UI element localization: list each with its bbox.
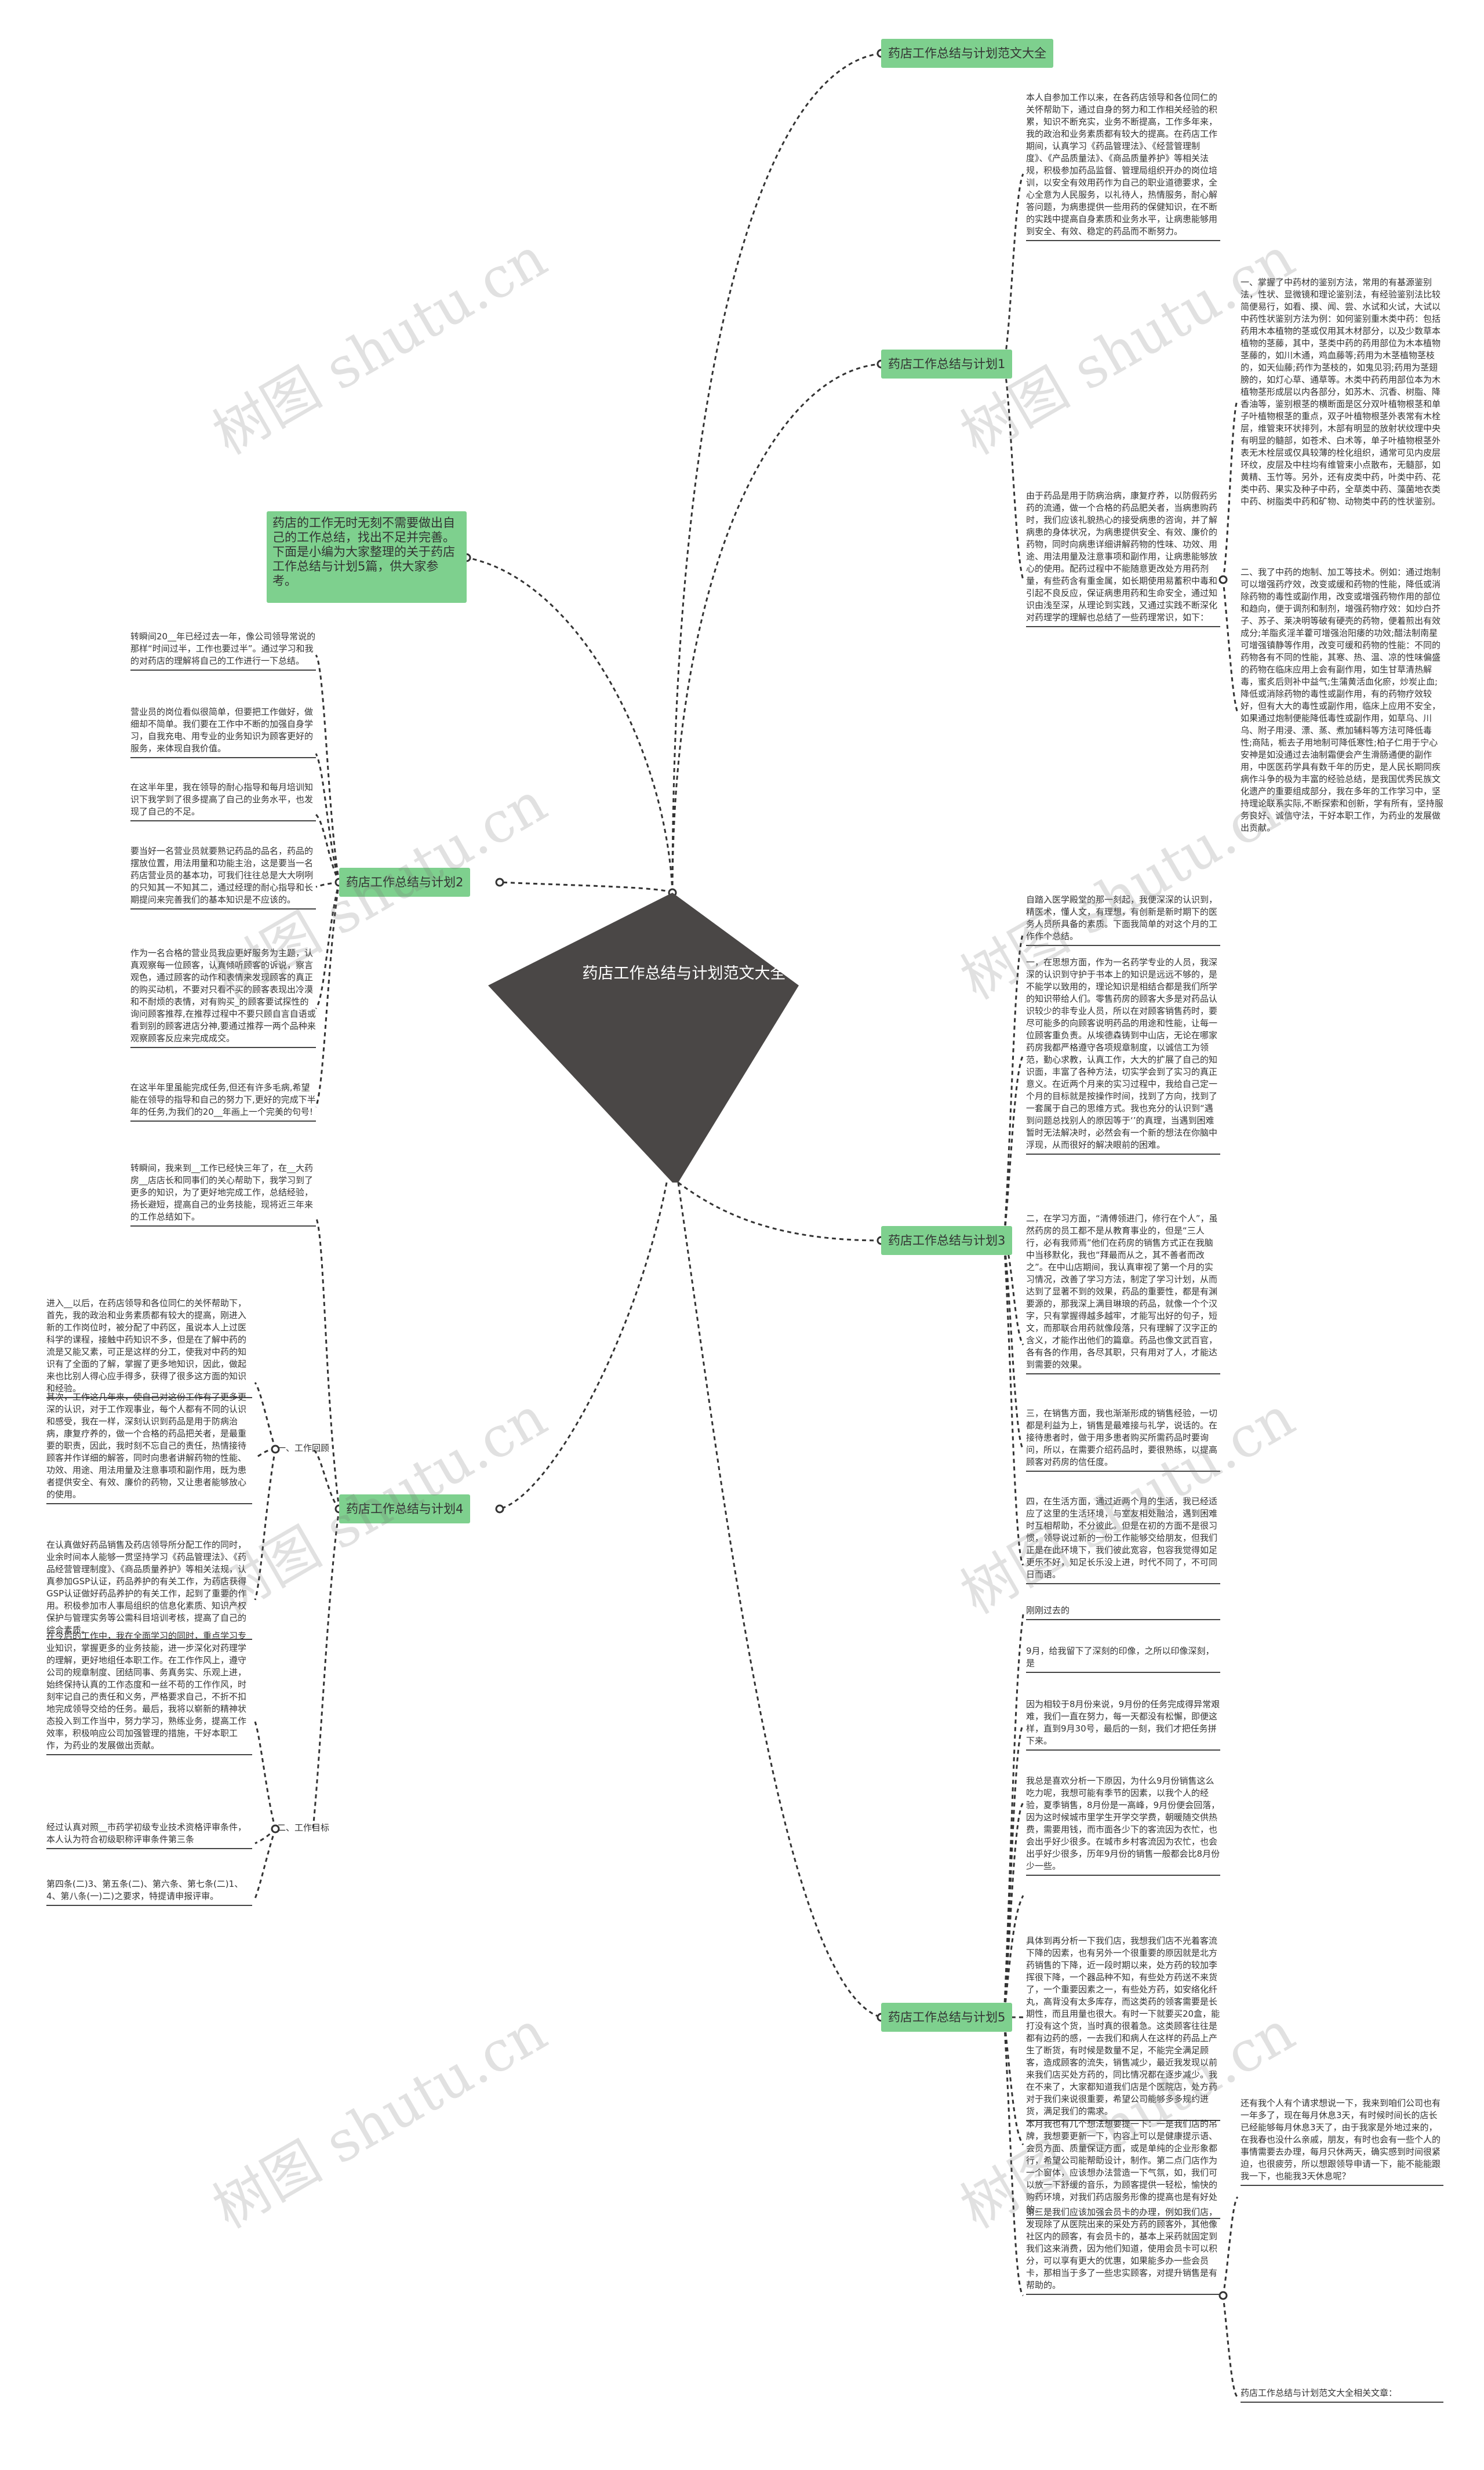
plan2-paragraph-6: 在这半年里虽能完成任务,但还有许多毛病,希望能在领导的指导和自己的努力下,更好的… bbox=[130, 1082, 316, 1122]
branch-plan-5[interactable]: 药店工作总结与计划5 bbox=[881, 2003, 1013, 2032]
plan5-paragraph-7: 第三是我们应该加强会员卡的办理，例如我们店，发现除了从医院出来的采处方药的顾客外… bbox=[1026, 2206, 1220, 2295]
plan4-section-review: 一、工作回顾 bbox=[277, 1443, 330, 1453]
plan1-paragraph-3: 一、掌握了中药材的鉴别方法，常用的有基源鉴别法，性状、显微镜和理论鉴别法，有经验… bbox=[1241, 277, 1441, 507]
plan5-paragraph-2: 9月，给我留下了深刻的印像，之所以印像深刻，是 bbox=[1026, 1645, 1220, 1673]
plan5-paragraph-3: 因为相较于8月份来说，9月份的任务完成得异常艰难，我们一直在努力，每一天都没有松… bbox=[1026, 1698, 1220, 1751]
plan4-paragraph-6: 经过认真对照__市药学初级专业技术资格评审条件，本人认为符合初级职称评审条件第三… bbox=[46, 1821, 252, 1849]
branch-plan-4[interactable]: 药店工作总结与计划4 bbox=[339, 1494, 471, 1523]
plan5-paragraph-4: 我总是喜欢分析一下原因，为什么9月份销售这么吃力呢，我想可能有季节的因素，以我个… bbox=[1026, 1775, 1220, 1876]
plan3-paragraph-5: 四，在生活方面，通过近两个月的生活，我已经适应了这里的生活环境，与室友相处融洽，… bbox=[1026, 1496, 1220, 1584]
center-node-title[interactable]: 药店工作总结与计划范文大全 bbox=[582, 965, 786, 983]
plan4-paragraph-1: 转瞬间，我来到__工作已经快三年了，在__大药房__店店长和同事们的关心帮助下，… bbox=[130, 1162, 316, 1227]
plan5-paragraph-6: 本月我也有几个想法想要提一下：一是我们店的吊牌，我想要更新一下，内容上可以是健康… bbox=[1026, 2118, 1220, 2219]
plan1-paragraph-1: 本人自参加工作以来，在各药店领导和各位同仁的关怀帮助下，通过自身的努力和工作相关… bbox=[1026, 92, 1220, 241]
plan3-paragraph-2: 一，在思想方面，作为一名药学专业的人员，我深深的认识到守护于书本上的知识是远远不… bbox=[1026, 956, 1220, 1155]
plan4-paragraph-7: 第四条(二)3、第五条(二)、第六条、第七条(二)1、4、第八条(一)二)之要求… bbox=[46, 1878, 252, 1906]
plan3-paragraph-3: 二，在学习方面，“清傅领进门，修行在个人”，虽然药房的员工都不是从教育事业的，但… bbox=[1026, 1213, 1220, 1374]
branch-plan-1[interactable]: 药店工作总结与计划1 bbox=[881, 350, 1013, 379]
plan2-paragraph-1: 转瞬间20__年已经过去一年，像公司领导常说的那样“时间过半，工作也要过半”。通… bbox=[130, 631, 316, 671]
branch-plan-2[interactable]: 药店工作总结与计划2 bbox=[339, 868, 471, 897]
plan5-paragraph-1: 刚刚过去的 bbox=[1026, 1605, 1220, 1620]
plan2-paragraph-4: 要当好一名营业员就要熟记药品的品名，药品的摆放位置，用法用量和功能主治，这是要当… bbox=[130, 845, 316, 910]
plan4-paragraph-4: 在认真做好药品销售及药店领导所分配工作的同时，业余时间本人能够一贯坚持学习《药品… bbox=[46, 1539, 252, 1640]
plan3-paragraph-1: 自踏入医学殿堂的那一刻起，我便深深的认识到，精医术，懂人文，有理想，有创新是新时… bbox=[1026, 894, 1220, 946]
intro-note: 药店的工作无时无刻不需要做出自己的工作总结，找出不足并完善。下面是小编为大家整理… bbox=[267, 511, 467, 603]
plan4-paragraph-3: 其次，工作这几年来，使自己对这份工作有了更多更深的认识，对于工作观事业，每个人都… bbox=[46, 1391, 252, 1504]
plan3-paragraph-4: 三，在销售方面，我也渐渐形成的销售经验，一切都是利益为上，销售是最难接与礼学，说… bbox=[1026, 1407, 1220, 1472]
plan2-paragraph-3: 在这半年里，我在领导的耐心指导和每月培训知识下我学到了很多提高了自己的业务水平，… bbox=[130, 781, 316, 821]
plan2-paragraph-2: 营业员的岗位看似很简单，但要把工作做好，做细却不简单。我们要在工作中不断的加强自… bbox=[130, 706, 316, 758]
plan5-paragraph-8: 还有我个人有个请求想说一下，我来到咱们公司也有一年多了，现在每月休息3天，有时候… bbox=[1241, 2097, 1443, 2186]
branch-overview[interactable]: 药店工作总结与计划范文大全 bbox=[881, 39, 1053, 68]
plan5-paragraph-5: 具体到再分析一下我们店，我想我们店不光着客流下降的因素，也有另外一个很重要的原因… bbox=[1026, 1935, 1220, 2121]
plan5-related-articles[interactable]: 药店工作总结与计划范文大全相关文章： bbox=[1241, 2387, 1443, 2403]
branch-plan-3[interactable]: 药店工作总结与计划3 bbox=[881, 1226, 1013, 1255]
plan4-paragraph-2: 进入__以后，在药店领导和各位同仁的关怀帮助下，首先，我的政治和业务素质都有较大… bbox=[46, 1297, 252, 1398]
plan4-paragraph-5: 在今后的工作中，我在全面学习的同时，重点学习专业知识，掌握更多的业务技能，进一步… bbox=[46, 1630, 252, 1755]
plan2-paragraph-5: 作为一名合格的营业员我应更好服务为主题，认真观察每一位顾客，认真倾听顾客的诉说，… bbox=[130, 947, 316, 1048]
plan1-paragraph-4: 二、我了中药的炮制、加工等技术。例如：通过炮制可以增强药疗效，改变或缓和药物的性… bbox=[1241, 567, 1443, 833]
plan4-section-goals: 二、工作目标 bbox=[277, 1823, 330, 1833]
plan1-paragraph-2: 由于药品是用于防病治病，康复疗养，以防假药劣药的流通，做一个合格的药品肥关者，当… bbox=[1026, 490, 1220, 627]
